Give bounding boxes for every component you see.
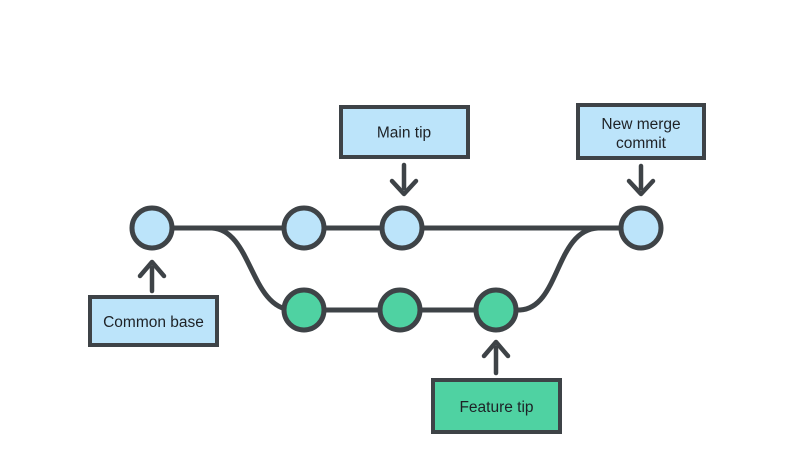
common-base-label-box [88, 295, 219, 347]
common-base-label: Common base [103, 314, 204, 331]
new-merge-commit-label-line2: commit [616, 135, 667, 152]
commit-node-common-base [129, 205, 175, 251]
commit-node-main-2 [281, 205, 327, 251]
commit-node-merge-commit [618, 205, 664, 251]
commit-node-feature-2 [377, 287, 423, 333]
main-tip-label-box [339, 105, 470, 159]
commit-node-feature-tip [473, 287, 519, 333]
new-merge-commit-label-line1: New merge [601, 116, 680, 133]
arrow-up-feature-tip [481, 339, 511, 376]
arrow-down-new-merge-commit [626, 163, 656, 197]
arrow-up-common-base [137, 259, 167, 294]
commit-node-main-tip [379, 205, 425, 251]
new-merge-commit-label-box [576, 103, 706, 160]
feature-tip-label: Feature tip [459, 399, 533, 416]
commit-node-feature-1 [281, 287, 327, 333]
arrow-down-main-tip [389, 162, 419, 197]
new-merge-commit-annotation: New merge commit [576, 103, 706, 197]
feature-tip-annotation: Feature tip [431, 339, 562, 434]
feature-tip-label-box [431, 378, 562, 434]
main-tip-label: Main tip [377, 125, 431, 142]
common-base-annotation: Common base [88, 259, 219, 347]
main-tip-annotation: Main tip [339, 105, 470, 197]
